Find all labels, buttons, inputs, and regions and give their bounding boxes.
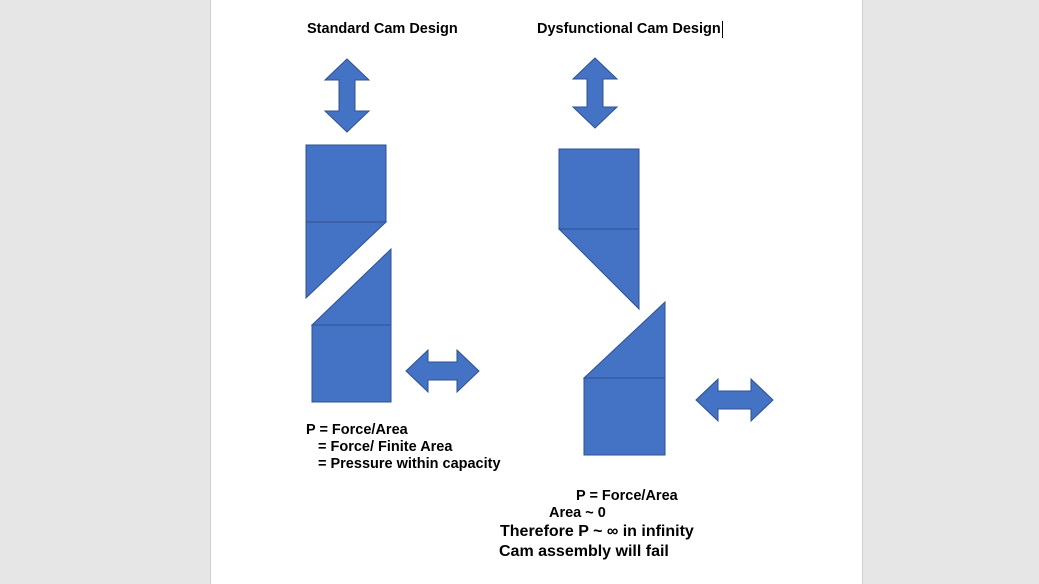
left-equation-line-1[interactable]: P = Force/Area: [306, 422, 408, 438]
document-page[interactable]: [210, 0, 863, 584]
left-equation-line-2[interactable]: = Force/ Finite Area: [318, 439, 453, 455]
left-lower-block: [311, 324, 392, 403]
left-upper-block: [305, 144, 387, 223]
right-equation-line-3[interactable]: Therefore P ~ ∞ in infinity: [500, 523, 694, 540]
left-upper-wedge: [305, 221, 388, 300]
right-lower-block: [583, 377, 666, 456]
right-upper-block: [558, 148, 640, 230]
text-cursor: [721, 21, 723, 38]
right-conclusion-line[interactable]: Cam assembly will fail: [499, 543, 669, 560]
left-vertical-double-arrow-icon: [323, 58, 371, 133]
right-equation-line-2[interactable]: Area ~ 0: [549, 505, 606, 521]
right-upper-wedge: [557, 228, 640, 311]
right-lower-wedge: [582, 300, 666, 379]
dysfunctional-cam-design-heading[interactable]: Dysfunctional Cam Design: [537, 21, 723, 38]
right-vertical-double-arrow-icon: [571, 57, 619, 129]
dysfunctional-cam-design-heading-text: Dysfunctional Cam Design: [537, 21, 721, 37]
left-horizontal-double-arrow-icon: [405, 348, 480, 394]
right-equation-line-1[interactable]: P = Force/Area: [576, 488, 678, 504]
right-horizontal-double-arrow-icon: [695, 377, 774, 423]
left-equation-line-3[interactable]: = Pressure within capacity: [318, 456, 501, 472]
standard-cam-design-heading[interactable]: Standard Cam Design: [307, 21, 458, 37]
